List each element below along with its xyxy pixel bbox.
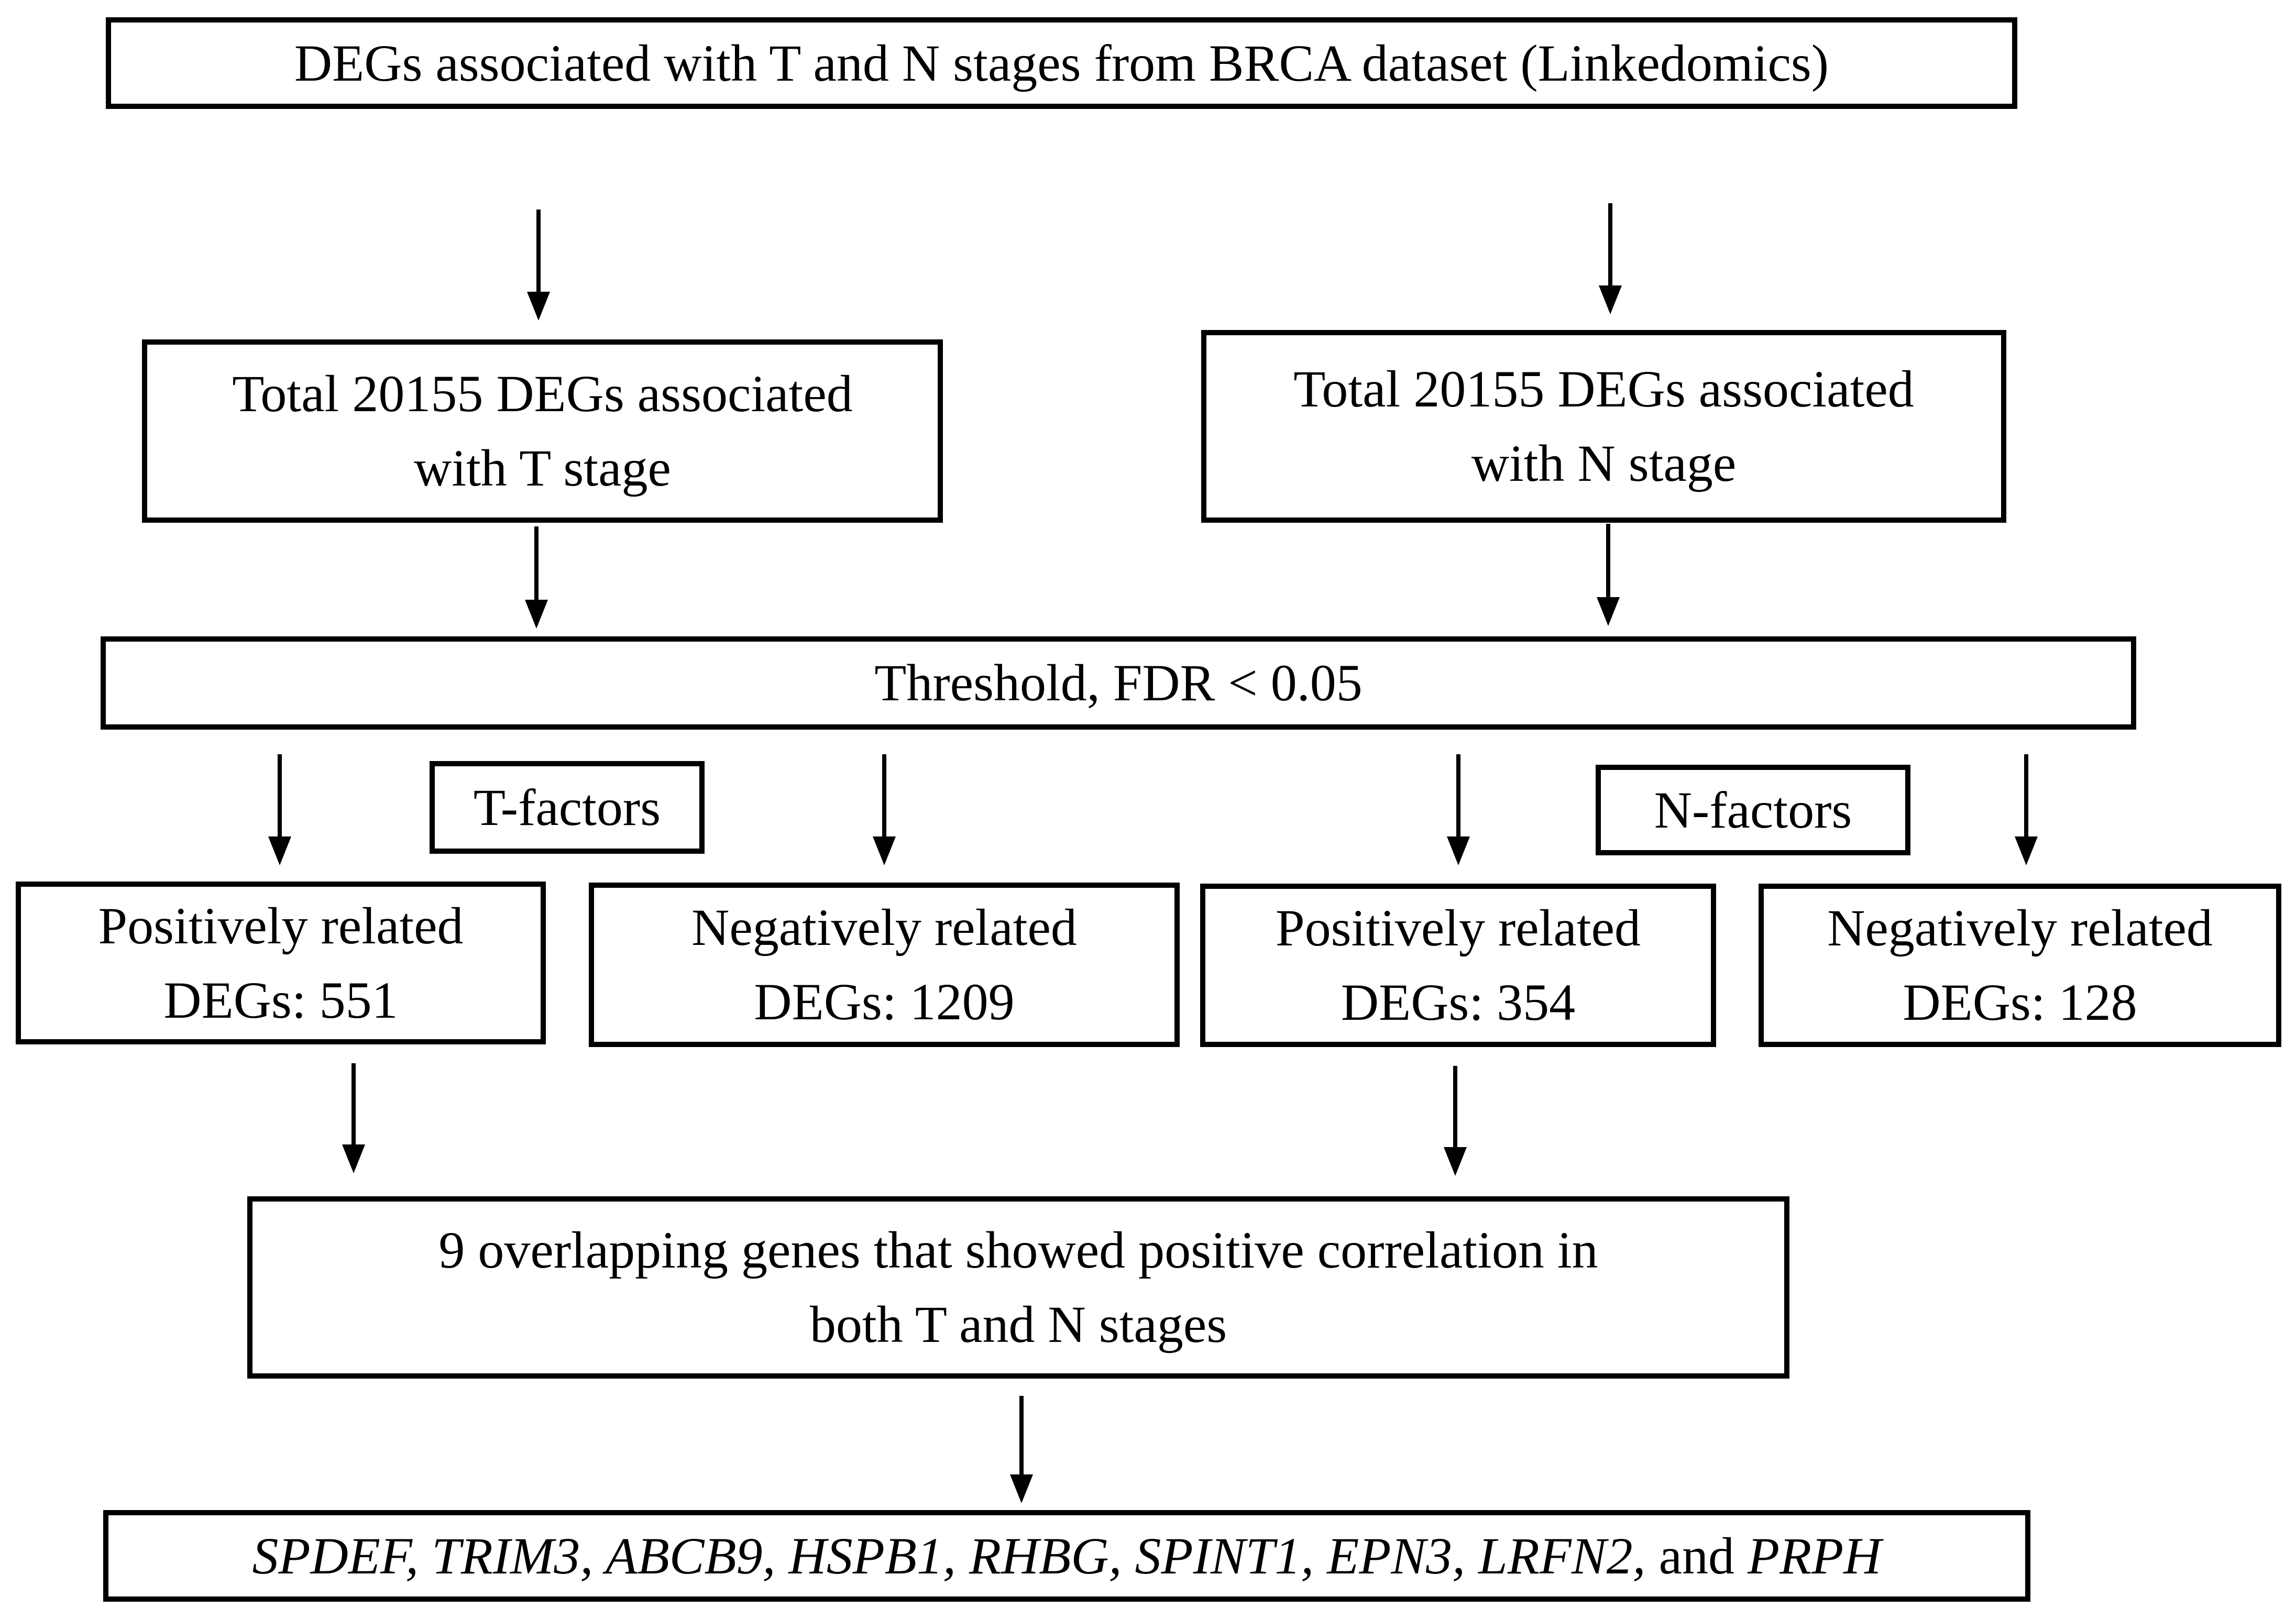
box-overlapping-genes: 9 overlapping genes that showed positive… bbox=[247, 1196, 1789, 1379]
arrow-head-icon bbox=[2015, 836, 2038, 865]
arrow-threshold-to-n-negative bbox=[2015, 754, 2038, 865]
arrow-head-icon bbox=[1444, 1147, 1467, 1176]
box-overlapping-genes-line1: 9 overlapping genes that showed positive… bbox=[438, 1221, 1598, 1279]
arrow-shaft bbox=[1606, 524, 1610, 600]
box-t-negative: Negatively related DEGs: 1209 bbox=[589, 883, 1180, 1047]
arrow-head-icon bbox=[268, 836, 291, 865]
arrow-head-icon bbox=[525, 600, 548, 629]
arrow-head-icon bbox=[1599, 285, 1622, 314]
t-factors-label-text: T-factors bbox=[473, 778, 661, 836]
box-source-dataset-text: DEGs associated with T and N stages from… bbox=[294, 34, 1829, 92]
arrow-shaft bbox=[1608, 203, 1612, 288]
box-source-dataset: DEGs associated with T and N stages from… bbox=[106, 17, 2017, 109]
box-t-positive-line2: DEGs: 551 bbox=[163, 971, 398, 1029]
box-t-positive-line1: Positively related bbox=[98, 896, 464, 955]
arrow-shaft bbox=[2024, 754, 2028, 839]
arrow-t-positive-to-overlap bbox=[342, 1063, 365, 1173]
arrow-head-icon bbox=[1447, 836, 1470, 865]
arrow-overlap-to-gene-list bbox=[1010, 1396, 1033, 1503]
arrow-n-positive-to-overlap bbox=[1444, 1066, 1467, 1176]
arrow-shaft bbox=[1019, 1396, 1024, 1477]
box-n-total-line2: with N stage bbox=[1471, 434, 1737, 492]
arrow-shaft bbox=[534, 526, 539, 602]
box-t-negative-line1: Negatively related bbox=[691, 898, 1077, 956]
arrow-threshold-to-t-positive bbox=[268, 754, 291, 865]
box-t-factors-label: T-factors bbox=[430, 761, 705, 854]
box-n-negative-line1: Negatively related bbox=[1827, 899, 2213, 957]
box-t-total: Total 20155 DEGs associated with T stage bbox=[142, 339, 943, 523]
box-n-negative-line2: DEGs: 128 bbox=[1903, 973, 2137, 1031]
box-n-total-line1: Total 20155 DEGs associated bbox=[1293, 360, 1914, 418]
arrow-shaft bbox=[1453, 1066, 1457, 1150]
box-n-positive-line2: DEGs: 354 bbox=[1341, 973, 1576, 1031]
arrow-head-icon bbox=[527, 292, 550, 321]
box-threshold: Threshold, FDR < 0.05 bbox=[101, 636, 2136, 730]
gene-list-text: SPDEF, TRIM3, ABCB9, HSPB1, RHBG, SPINT1… bbox=[252, 1526, 1882, 1585]
arrow-head-icon bbox=[1597, 597, 1620, 626]
arrow-threshold-to-t-negative bbox=[873, 754, 896, 865]
gene-list-last-gene: PRPH bbox=[1747, 1526, 1882, 1585]
box-gene-list: SPDEF, TRIM3, ABCB9, HSPB1, RHBG, SPINT1… bbox=[103, 1510, 2030, 1602]
box-t-positive: Positively related DEGs: 551 bbox=[16, 882, 546, 1044]
arrow-shaft bbox=[351, 1063, 356, 1147]
arrow-shaft bbox=[1456, 754, 1460, 839]
box-n-positive-line1: Positively related bbox=[1275, 899, 1641, 957]
arrow-head-icon bbox=[342, 1144, 365, 1173]
gene-list-conjunction: and bbox=[1645, 1526, 1748, 1585]
box-overlapping-genes-line2: both T and N stages bbox=[809, 1295, 1227, 1353]
arrow-head-icon bbox=[873, 836, 896, 865]
arrow-shaft bbox=[882, 754, 886, 839]
arrow-source-to-t-total bbox=[527, 210, 550, 321]
box-threshold-text: Threshold, FDR < 0.05 bbox=[874, 654, 1363, 712]
gene-list-italic-segment: SPDEF, TRIM3, ABCB9, HSPB1, RHBG, SPINT1… bbox=[252, 1526, 1646, 1585]
box-n-total: Total 20155 DEGs associated with N stage bbox=[1201, 330, 2006, 523]
box-n-negative: Negatively related DEGs: 128 bbox=[1759, 884, 2281, 1047]
arrow-head-icon bbox=[1010, 1474, 1033, 1503]
box-t-total-line2: with T stage bbox=[414, 439, 671, 497]
arrow-t-total-to-threshold bbox=[525, 526, 548, 629]
arrow-shaft bbox=[278, 754, 282, 839]
box-t-negative-line2: DEGs: 1209 bbox=[754, 973, 1015, 1031]
box-n-positive: Positively related DEGs: 354 bbox=[1200, 884, 1716, 1047]
arrow-n-total-to-threshold bbox=[1597, 524, 1620, 626]
box-t-total-line1: Total 20155 DEGs associated bbox=[232, 365, 853, 423]
n-factors-label-text: N-factors bbox=[1654, 780, 1852, 839]
arrow-shaft bbox=[536, 210, 541, 294]
arrow-source-to-n-total bbox=[1599, 203, 1622, 314]
box-n-factors-label: N-factors bbox=[1596, 765, 1910, 855]
arrow-threshold-to-n-positive bbox=[1447, 754, 1470, 865]
